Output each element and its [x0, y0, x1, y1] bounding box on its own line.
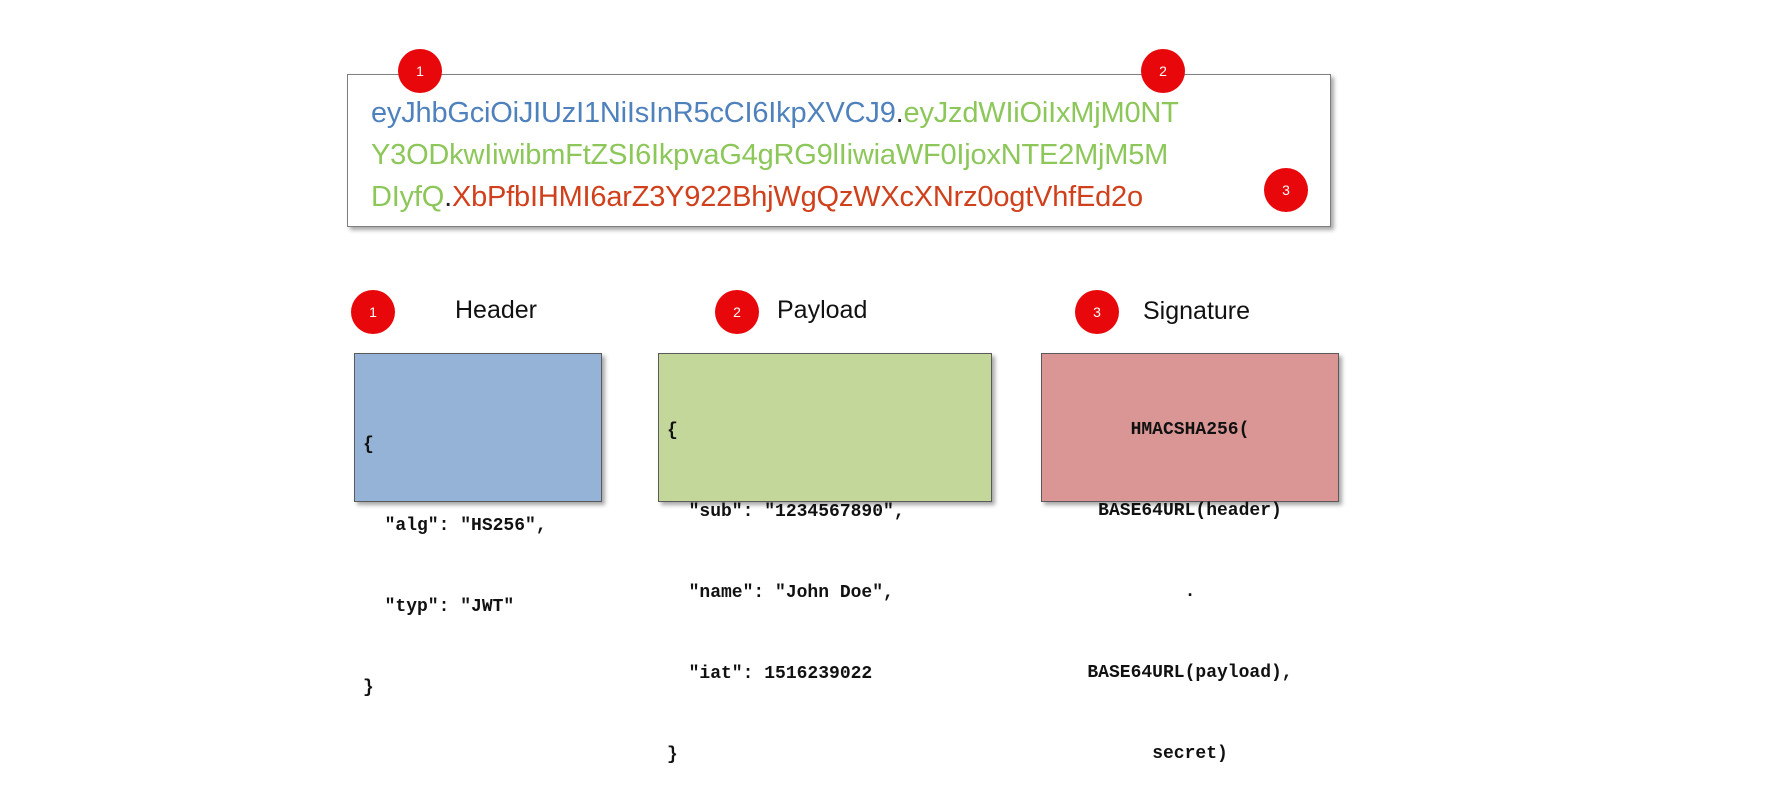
token-signature-segment: XbPfbIHMI6arZ3Y922BhjWgQzWXcXNrz0ogtVhfE… — [451, 181, 1143, 213]
section-title-signature: Signature — [1143, 297, 1251, 325]
token-line-3: DIyfQ.XbPfbIHMI6arZ3Y922BhjWgQzWXcXNrz0o… — [371, 180, 1143, 214]
code-line: { — [363, 435, 374, 455]
code-line: "alg": "HS256", — [363, 516, 547, 536]
code-line: "name": "John Doe", — [667, 583, 894, 603]
token-separator-dot: . — [444, 181, 452, 213]
code-line: { — [667, 421, 678, 441]
badge-payload-section: 2 — [715, 290, 759, 334]
token-header-segment: eyJhbGciOiJIUzI1NiIsInR5cCI6IkpXVCJ9 — [371, 97, 896, 129]
code-line: . — [1184, 582, 1196, 602]
section-title-payload: Payload — [777, 296, 868, 324]
badge-signature-section: 3 — [1075, 290, 1119, 334]
code-line: } — [363, 678, 374, 698]
code-line: secret) — [1152, 744, 1228, 764]
token-payload-segment: Y3ODkwIiwibmFtZSI6IkpvaG4gRG9lIiwiaWF0Ij… — [371, 139, 1169, 171]
code-line: BASE64URL(header) — [1098, 501, 1282, 521]
code-line: HMACSHA256( — [1130, 420, 1250, 440]
code-line: "typ": "JWT" — [363, 597, 515, 617]
badge-header-marker: 1 — [398, 49, 442, 93]
signature-formula-box: HMACSHA256( BASE64URL(header) . BASE64UR… — [1041, 353, 1339, 764]
badge-header-section: 1 — [351, 290, 395, 334]
payload-json-box: { "sub": "1234567890", "name": "John Doe… — [658, 353, 992, 765]
token-line-1: eyJhbGciOiJIUzI1NiIsInR5cCI6IkpXVCJ9.eyJ… — [371, 96, 1179, 130]
code-line: } — [667, 745, 678, 765]
badge-signature-marker: 3 — [1264, 168, 1308, 212]
token-payload-segment: DIyfQ — [371, 181, 445, 213]
token-line-2: Y3ODkwIiwibmFtZSI6IkpvaG4gRG9lIiwiaWF0Ij… — [371, 138, 1168, 172]
token-separator-dot: . — [895, 97, 904, 129]
section-title-header: Header — [455, 296, 537, 324]
encoded-token-box: eyJhbGciOiJIUzI1NiIsInR5cCI6IkpXVCJ9.eyJ… — [347, 74, 1331, 227]
code-line: BASE64URL(payload), — [1087, 663, 1293, 683]
header-json-box: { "alg": "HS256", "typ": "JWT" } — [354, 353, 602, 698]
code-line: "sub": "1234567890", — [667, 502, 905, 522]
token-payload-segment: eyJzdWIiOiIxMjM0NT — [903, 97, 1179, 129]
badge-payload-marker: 2 — [1141, 49, 1185, 93]
code-line: "iat": 1516239022 — [667, 664, 873, 684]
